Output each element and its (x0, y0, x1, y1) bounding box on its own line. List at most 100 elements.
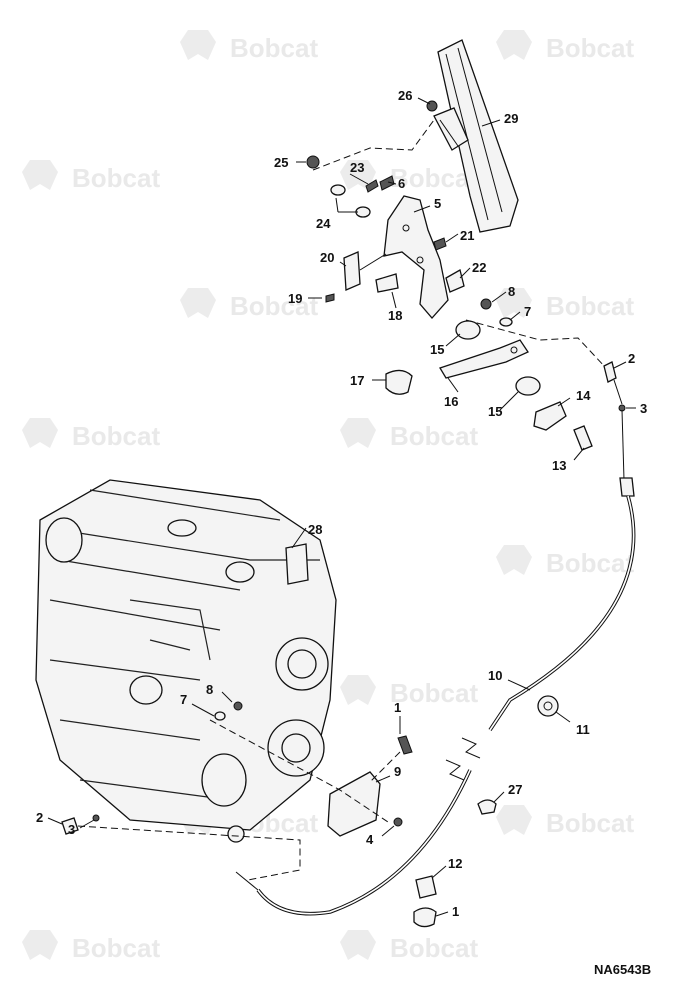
callout-5: 5 (434, 196, 441, 211)
plate-20 (343, 251, 361, 291)
watermark-text: Bobcat (390, 933, 478, 963)
callout-9: 9 (394, 764, 401, 779)
bobcat-logo-icon (496, 545, 532, 575)
callout-7: 7 (524, 304, 531, 319)
callout-2: 2 (628, 351, 635, 366)
bolt-1a (397, 735, 413, 755)
callout-1: 1 (394, 700, 401, 715)
watermark-text: Bobcat (230, 33, 318, 63)
watermark-text: Bobcat (72, 421, 160, 451)
nut-4 (393, 817, 403, 827)
bobcat-logo-icon (340, 930, 376, 960)
callout-25: 25 (274, 155, 288, 170)
friction-disc-15b (515, 376, 541, 396)
watermark: Bobcat (496, 805, 634, 838)
callout-16: 16 (444, 394, 458, 409)
nut-3b (92, 814, 100, 822)
bobcat-logo-icon (22, 930, 58, 960)
watermark: Bobcat (340, 930, 478, 963)
bobcat-logo-icon (180, 288, 216, 318)
handle-13 (573, 425, 593, 451)
clip-27 (477, 799, 497, 815)
watermark: Bobcat (496, 288, 634, 321)
bracket-9 (327, 771, 381, 837)
watermark-text: Bobcat (390, 421, 478, 451)
washer-7b (214, 711, 226, 721)
friction-disc-15a (455, 320, 481, 340)
leader-28 (291, 527, 307, 549)
callout-28: 28 (308, 522, 322, 537)
callout-12: 12 (448, 856, 462, 871)
watermark-layer: Bobcat Bobcat Bobcat Bobcat Bobcat Bobca… (22, 30, 634, 963)
housing-14 (533, 401, 567, 431)
clip-22 (445, 269, 465, 293)
washer-7a (499, 317, 513, 327)
watermark-text: Bobcat (72, 933, 160, 963)
callout-6: 6 (398, 176, 405, 191)
callout-26: 26 (398, 88, 412, 103)
bracket-5 (383, 195, 449, 319)
watermark-text: Bobcat (230, 291, 318, 321)
drawing-code: NA6543B (594, 962, 652, 977)
callout-17: 17 (350, 373, 364, 388)
bobcat-logo-icon (180, 30, 216, 60)
decal-18 (375, 273, 399, 293)
washer-24b (355, 206, 371, 218)
bolt-23 (365, 179, 379, 193)
watermark-text: Bobcat (546, 808, 634, 838)
callout-15: 15 (488, 404, 502, 419)
nut-25 (306, 155, 320, 169)
watermark: Bobcat (340, 418, 478, 451)
frame-rail (433, 39, 519, 233)
callout-27: 27 (508, 782, 522, 797)
clamp-12 (415, 875, 437, 899)
callout-8: 8 (508, 284, 515, 299)
knob-17 (385, 369, 413, 395)
watermark: Bobcat (496, 545, 634, 578)
callout-18: 18 (388, 308, 402, 323)
callout-13: 13 (552, 458, 566, 473)
watermark: Bobcat (22, 160, 160, 193)
watermark: Bobcat (22, 930, 160, 963)
watermark: Bobcat (180, 30, 318, 63)
callout-1: 1 (452, 904, 459, 919)
bobcat-logo-icon (340, 675, 376, 705)
engine (35, 479, 337, 843)
watermark-text: Bobcat (546, 548, 634, 578)
clamp-1b (413, 907, 437, 928)
callout-7: 7 (180, 692, 187, 707)
nut-26 (426, 100, 438, 112)
callout-19: 19 (288, 291, 302, 306)
bobcat-logo-icon (496, 30, 532, 60)
callout-22: 22 (472, 260, 486, 275)
bolt-21 (433, 237, 447, 251)
nut-8a (480, 298, 492, 310)
callout-20: 20 (320, 250, 334, 265)
callout-29: 29 (504, 111, 518, 126)
callout-21: 21 (460, 228, 474, 243)
bobcat-logo-icon (340, 160, 376, 190)
watermark-text: Bobcat (546, 291, 634, 321)
watermark: Bobcat (496, 30, 634, 63)
callout-3: 3 (68, 822, 75, 837)
callout-23: 23 (350, 160, 364, 175)
nut-8b (233, 701, 243, 711)
watermark: Bobcat (340, 675, 478, 708)
callout-8: 8 (206, 682, 213, 697)
callout-4: 4 (366, 832, 374, 847)
bobcat-logo-icon (22, 418, 58, 448)
lever-16 (439, 339, 529, 379)
watermark-text: Bobcat (546, 33, 634, 63)
cable-end-2a (603, 361, 617, 383)
bobcat-logo-icon (496, 805, 532, 835)
callout-15: 15 (430, 342, 444, 357)
bobcat-logo-icon (22, 160, 58, 190)
watermark: Bobcat (22, 418, 160, 451)
callout-10: 10 (488, 668, 502, 683)
cable-end-2b (61, 817, 79, 835)
callout-11: 11 (576, 722, 590, 737)
bobcat-logo-icon (496, 288, 532, 318)
grommet-11 (537, 695, 559, 717)
washer-24a (330, 184, 346, 196)
